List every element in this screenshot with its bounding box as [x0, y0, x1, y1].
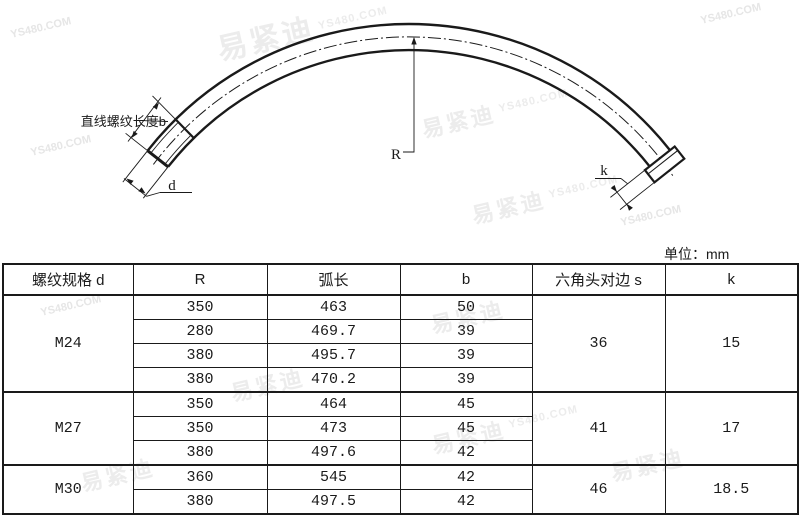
- k-cell: 15: [664, 294, 799, 393]
- r-cell: 350: [132, 416, 268, 441]
- rod-outer-arc: [146, 22, 671, 152]
- unit-label: 单位：mm: [664, 246, 730, 262]
- table-row: 380 470.2 39: [3, 367, 798, 393]
- table-row: M27 350 464 45 41 17: [2, 391, 799, 466]
- radius-label: R: [391, 147, 401, 163]
- r-cell: 380: [132, 489, 268, 515]
- table-row: M30 360 545 42 46 18.5: [2, 464, 799, 515]
- b-cell: 42: [399, 464, 533, 490]
- r-cell: 380: [132, 440, 268, 466]
- b-cell: 39: [399, 343, 533, 368]
- k-cell: 17: [664, 391, 799, 466]
- arc-cell: 470.2: [266, 367, 401, 393]
- table-header-row: 螺纹规格 d R 弧长 b 六角头对边 s k: [2, 263, 799, 296]
- r-cell: 350: [132, 294, 268, 320]
- arc-cell: 473: [266, 416, 401, 441]
- thread-line-inner: [165, 135, 191, 164]
- b-cell: 45: [399, 391, 533, 417]
- curved-bolt-drawing: 直线螺纹长度b R d k: [81, 22, 686, 211]
- s-cell: 36: [531, 294, 666, 393]
- table-row: 350 473 45: [3, 416, 798, 441]
- thread-length-label: 直线螺纹长度b: [81, 114, 166, 129]
- table-row: 380 497.6 42: [3, 440, 798, 466]
- arc-cell: 497.6: [266, 440, 401, 466]
- dimension-b: [125, 95, 176, 152]
- header-arc-length: 弧长: [266, 263, 401, 296]
- arc-cell: 463: [266, 294, 401, 320]
- header-thread-spec: 螺纹规格 d: [2, 263, 134, 296]
- k-cell: 18.5: [664, 464, 799, 515]
- s-cell: 46: [531, 464, 666, 515]
- dimension-d: [122, 150, 192, 199]
- r-cell: 360: [132, 464, 268, 490]
- centerline: [153, 36, 674, 176]
- header-k: k: [664, 263, 799, 296]
- diameter-label: d: [168, 178, 176, 194]
- b-cell: 50: [399, 294, 533, 320]
- arc-cell: 469.7: [266, 319, 401, 344]
- bolt-body: [146, 22, 686, 184]
- thread-line-outer: [151, 122, 178, 153]
- r-cell: 380: [132, 367, 268, 393]
- arc-cell: 464: [266, 391, 401, 417]
- head-height-label: k: [600, 163, 608, 179]
- spec-cell: M30: [2, 464, 134, 515]
- r-cell: 380: [132, 343, 268, 368]
- r-cell: 350: [132, 391, 268, 417]
- spec-table: 螺纹规格 d R 弧长 b 六角头对边 s k M24 350 463 50 3…: [2, 263, 799, 515]
- header-width-across-flats: 六角头对边 s: [531, 263, 666, 296]
- b-cell: 42: [399, 489, 533, 515]
- arc-cell: 545: [266, 464, 401, 490]
- dimension-k: [595, 169, 655, 211]
- b-cell: 39: [399, 367, 533, 393]
- spec-cell: M24: [2, 294, 134, 393]
- thread-boundary: [174, 118, 195, 139]
- table-row: 280 469.7 39: [3, 319, 798, 344]
- rod-inner-arc: [167, 48, 651, 168]
- table-row: 380 495.7 39: [3, 343, 798, 368]
- hex-head-facet-line: [647, 149, 679, 175]
- b-cell: 39: [399, 319, 533, 344]
- table-row: M24 350 463 50 36 15: [2, 294, 799, 393]
- b-cell: 42: [399, 440, 533, 466]
- spec-cell: M27: [2, 391, 134, 466]
- s-cell: 41: [531, 391, 666, 466]
- arc-cell: 497.5: [266, 489, 401, 515]
- header-b: b: [399, 263, 533, 296]
- header-radius: R: [132, 263, 268, 296]
- b-cell: 45: [399, 416, 533, 441]
- dimension-r: [403, 37, 417, 153]
- r-cell: 280: [132, 319, 268, 344]
- arc-cell: 495.7: [266, 343, 401, 368]
- hex-head: [643, 144, 686, 184]
